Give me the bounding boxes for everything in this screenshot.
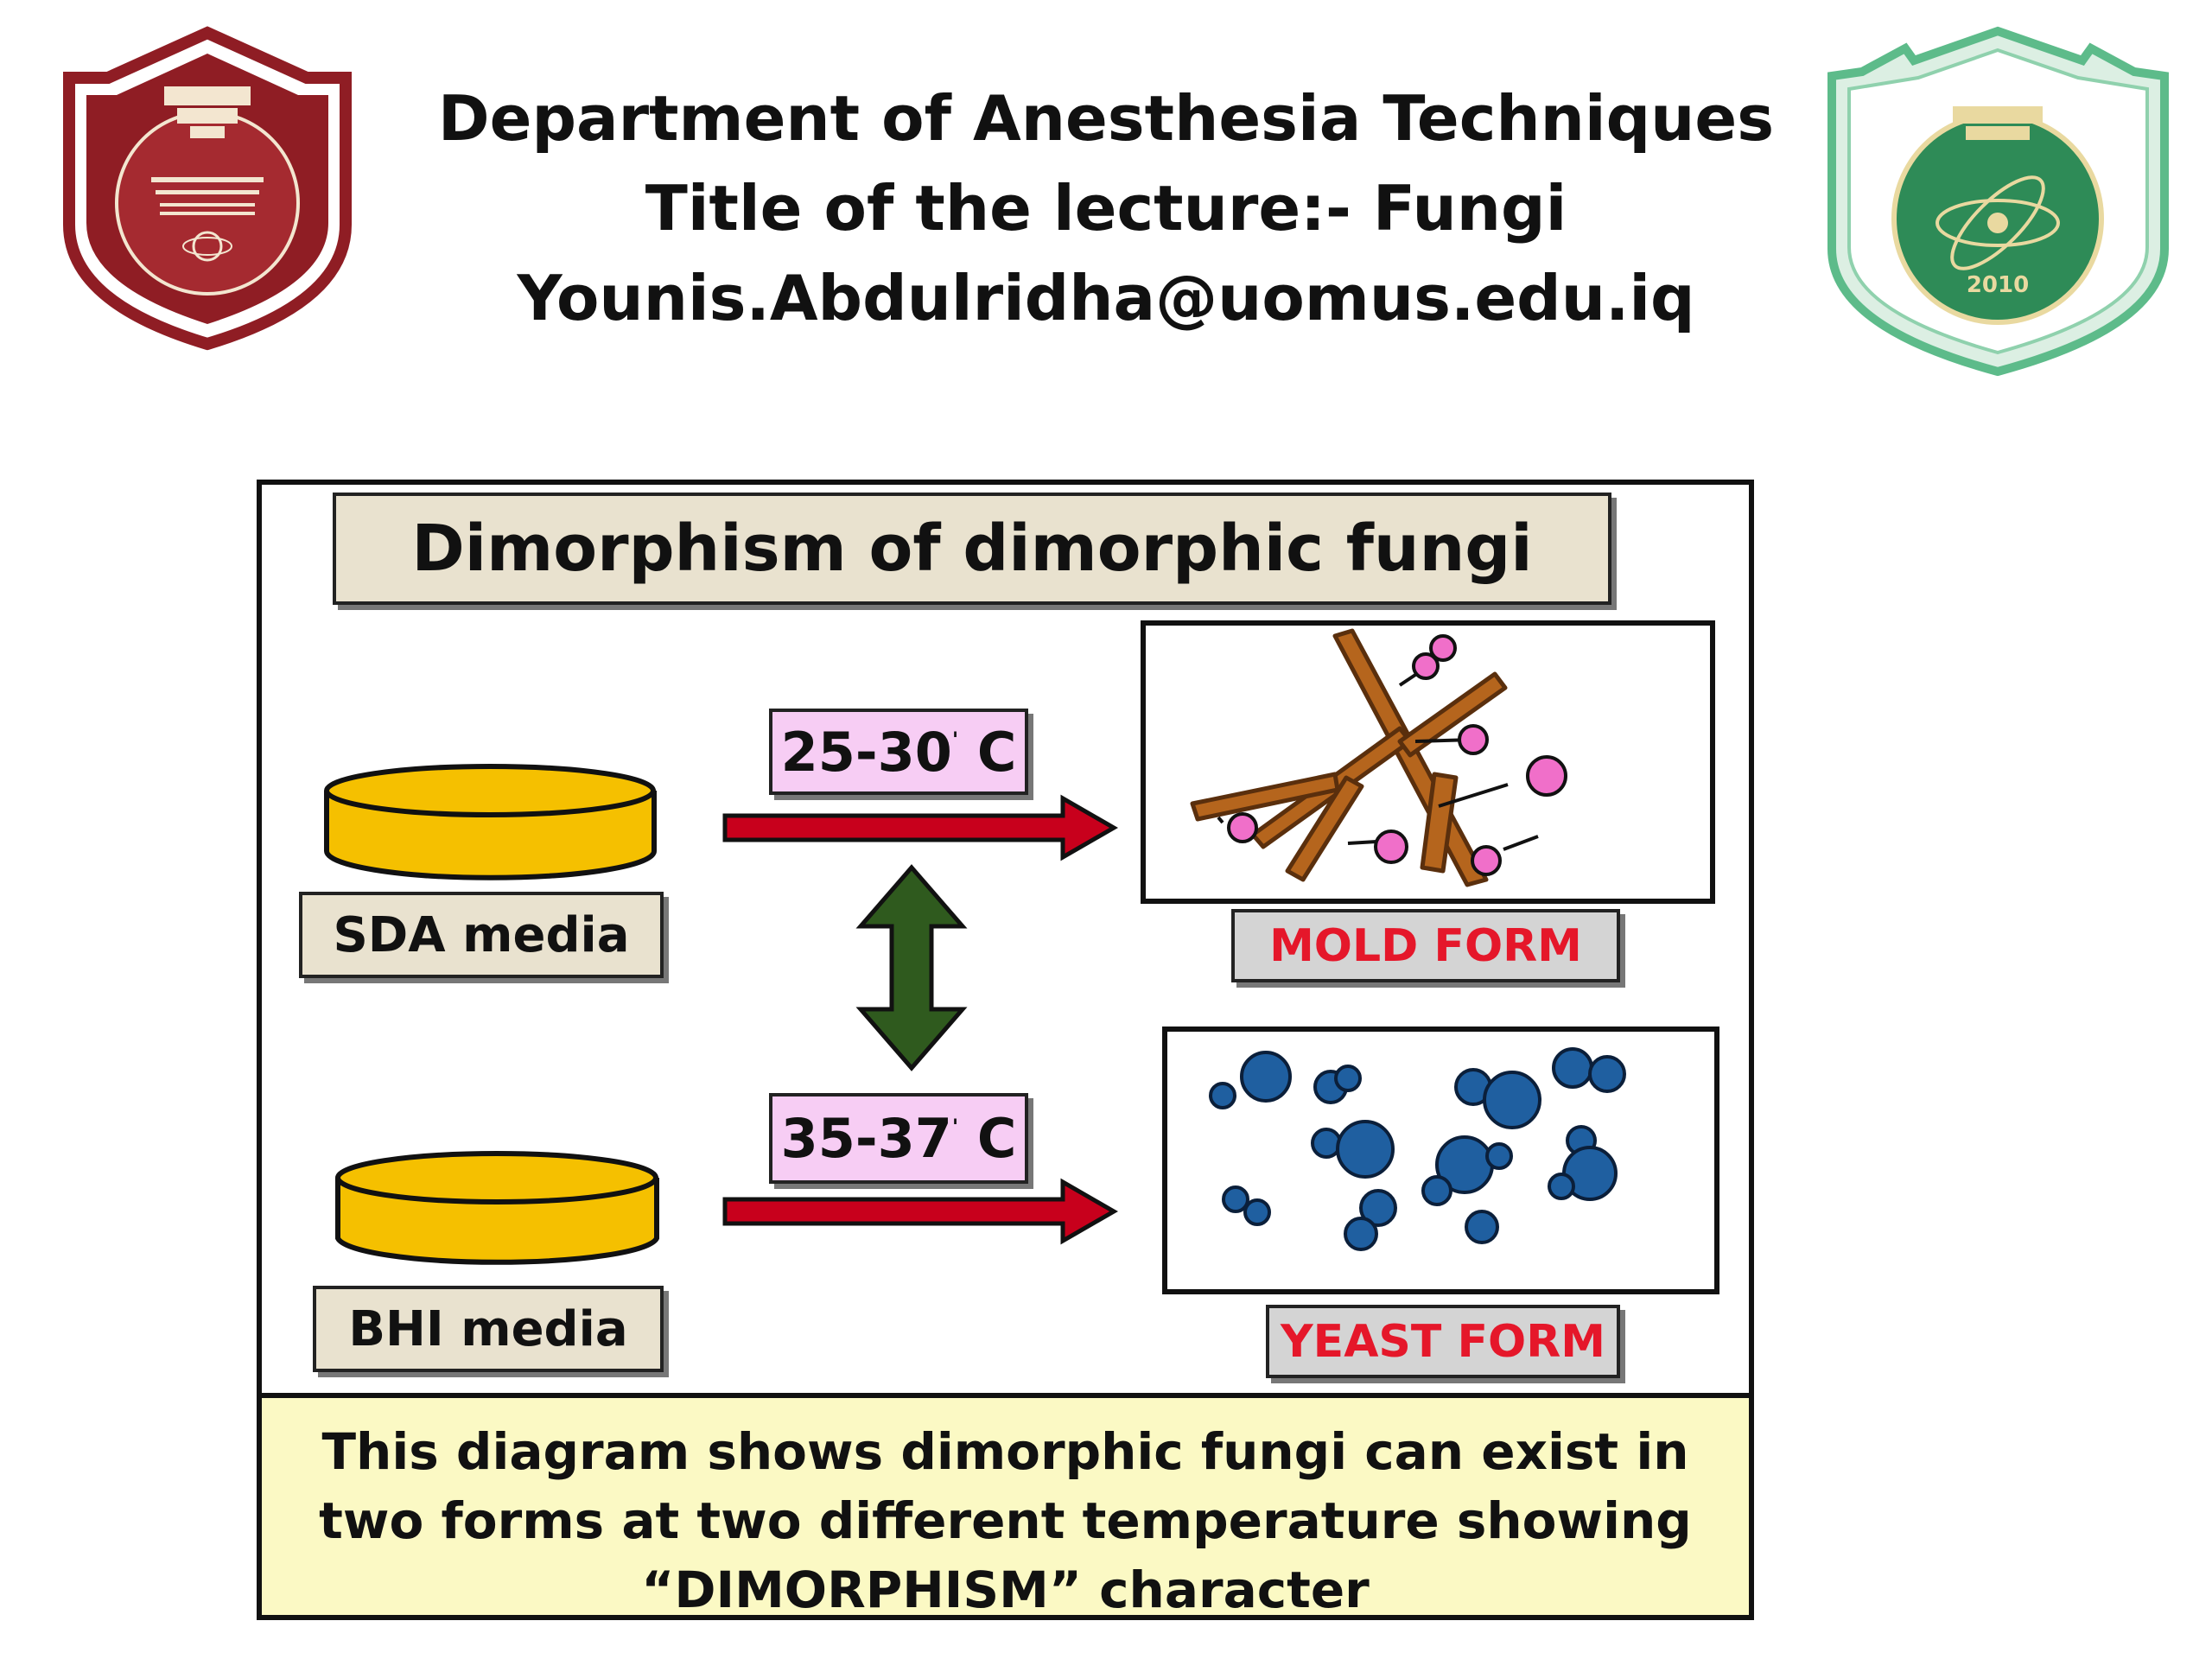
lecture-title-line: Title of the lecture:- Fungi: [645, 172, 1567, 245]
temp-box-top: 25-30' C: [769, 709, 1028, 795]
mold-form-label: MOLD FORM: [1231, 909, 1620, 982]
sda-media-label: SDA media: [299, 892, 664, 978]
temp-bottom-value: 35-37: [780, 1107, 952, 1170]
yeast-form-label: YEAST FORM: [1266, 1305, 1620, 1378]
temp-bottom-unit: C: [976, 1107, 1017, 1170]
college-logo: [63, 26, 352, 351]
header-text: Department of Anesthesia Techniques Titl…: [372, 73, 1840, 343]
caption-line-1: This diagram shows dimorphic fungi can e…: [321, 1422, 1689, 1481]
caption-line-2: two forms at two different temperature s…: [319, 1491, 1692, 1550]
yeast-cells-drawing: [1209, 1047, 1626, 1251]
arrow-to-mold: [722, 794, 1119, 861]
university-logo: 2010: [1827, 26, 2169, 377]
bhi-media-label: BHI media: [313, 1286, 664, 1372]
bhi-petri-dish: [335, 1151, 659, 1265]
temp-top-unit: C: [976, 720, 1017, 784]
sda-petri-dish: [324, 764, 657, 880]
reversible-arrow: [855, 864, 968, 1071]
diagram-caption: This diagram shows dimorphic fungi can e…: [262, 1393, 1749, 1619]
arrow-to-yeast: [722, 1178, 1119, 1245]
diagram-title: Dimorphism of dimorphic fungi: [333, 493, 1611, 605]
mold-hyphae-drawing: [1190, 628, 1567, 887]
department-line: Department of Anesthesia Techniques: [437, 82, 1775, 155]
caption-line-3: “DIMORPHISM” character: [641, 1560, 1370, 1619]
temp-box-bottom: 35-37' C: [769, 1093, 1028, 1184]
email-line: Younis.Abdulridha@uomus.edu.iq: [517, 262, 1695, 334]
svg-text:2010: 2010: [1967, 272, 2029, 298]
temp-top-value: 25-30: [780, 720, 952, 784]
